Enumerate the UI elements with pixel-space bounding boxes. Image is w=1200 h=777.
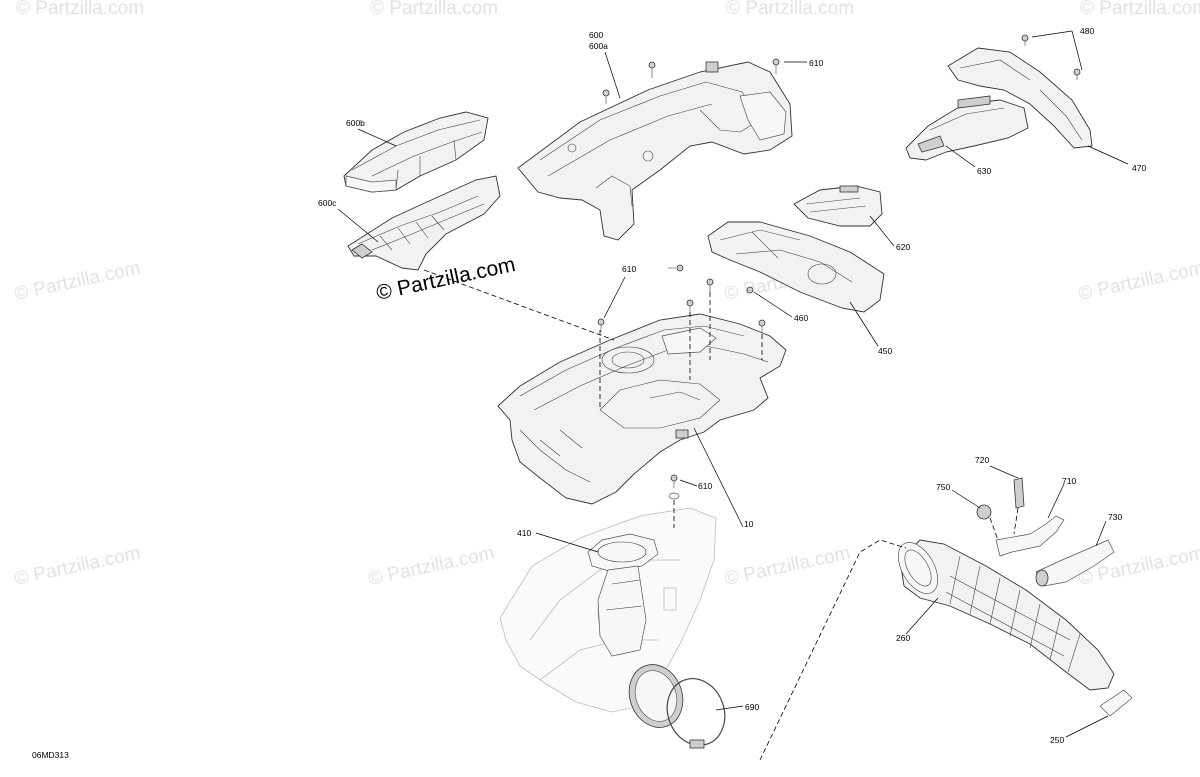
intake-duct-410 xyxy=(587,533,659,657)
callout-460: 460 xyxy=(794,313,808,323)
callout-600b: 600b xyxy=(346,118,365,128)
screw-icon xyxy=(668,264,684,272)
screw-icon xyxy=(602,89,610,104)
callout-470: 470 xyxy=(1132,163,1146,173)
screw-icon xyxy=(686,299,694,313)
callout-690: 690 xyxy=(745,702,759,712)
callout-600a: 600a xyxy=(589,41,608,51)
air-filter-element xyxy=(343,111,489,193)
watermark-tile: © Partzilla.com xyxy=(367,543,497,590)
callout-710: 710 xyxy=(1062,476,1076,486)
callout-610: 610 xyxy=(698,481,712,491)
watermark-tile: © Partzilla.com xyxy=(723,543,853,590)
assembly-dash-lines xyxy=(423,269,1019,761)
watermark-tile: © Partzilla.com xyxy=(1080,0,1200,19)
watermark-tile: © Partzilla.com xyxy=(370,0,498,19)
callout-600c: 600c xyxy=(318,198,337,208)
screw-icon xyxy=(746,286,754,294)
screw-icon xyxy=(670,474,678,488)
diagram-code: 06MD313 xyxy=(32,750,69,760)
callout-610: 610 xyxy=(622,264,636,274)
watermark-tile: © Partzilla.com xyxy=(1077,258,1200,305)
callout-410: 410 xyxy=(517,528,531,538)
upper-airbox-cover xyxy=(517,61,793,241)
screw-icon xyxy=(772,58,780,74)
callout-610: 610 xyxy=(809,58,823,68)
clamp-690 xyxy=(628,664,726,749)
lower-airbox xyxy=(497,313,787,505)
screw-icon xyxy=(1073,68,1081,80)
callout-10: 10 xyxy=(744,519,754,529)
callout-720: 720 xyxy=(975,455,989,465)
watermark-tile: © Partzilla.com xyxy=(13,258,143,305)
screw-icon xyxy=(597,318,605,332)
callout-620: 620 xyxy=(896,242,910,252)
vent-panel-630 xyxy=(905,95,1029,161)
fasteners xyxy=(597,34,1081,500)
callout-260: 260 xyxy=(896,633,910,643)
callout-630: 630 xyxy=(977,166,991,176)
callout-leaders xyxy=(337,30,1129,738)
watermark-tile: © Partzilla.com xyxy=(726,0,854,19)
screw-icon xyxy=(706,278,714,292)
screw-icon xyxy=(758,319,766,333)
intake-grille-620 xyxy=(793,185,883,227)
intake-cover-450 xyxy=(707,221,885,313)
side-panel-470 xyxy=(947,47,1093,149)
callout-250: 250 xyxy=(1050,735,1064,745)
callout-450: 450 xyxy=(878,346,892,356)
washer-icon xyxy=(668,492,680,500)
air-filter-frame xyxy=(347,175,501,271)
callout-600: 600 xyxy=(589,30,603,40)
vent-hoses xyxy=(976,477,1133,717)
screw-icon xyxy=(648,61,656,78)
watermark-tile: © Partzilla.com xyxy=(13,543,143,590)
callout-labels: 600 600a 610 480 470 630 600b 600c 620 6… xyxy=(318,26,1146,745)
watermark-tile: © Partzilla.com xyxy=(16,0,144,19)
callout-480: 480 xyxy=(1080,26,1094,36)
callout-730: 730 xyxy=(1108,512,1122,522)
screw-icon xyxy=(1021,34,1029,46)
intake-hose-260 xyxy=(897,539,1115,691)
callout-750: 750 xyxy=(936,482,950,492)
